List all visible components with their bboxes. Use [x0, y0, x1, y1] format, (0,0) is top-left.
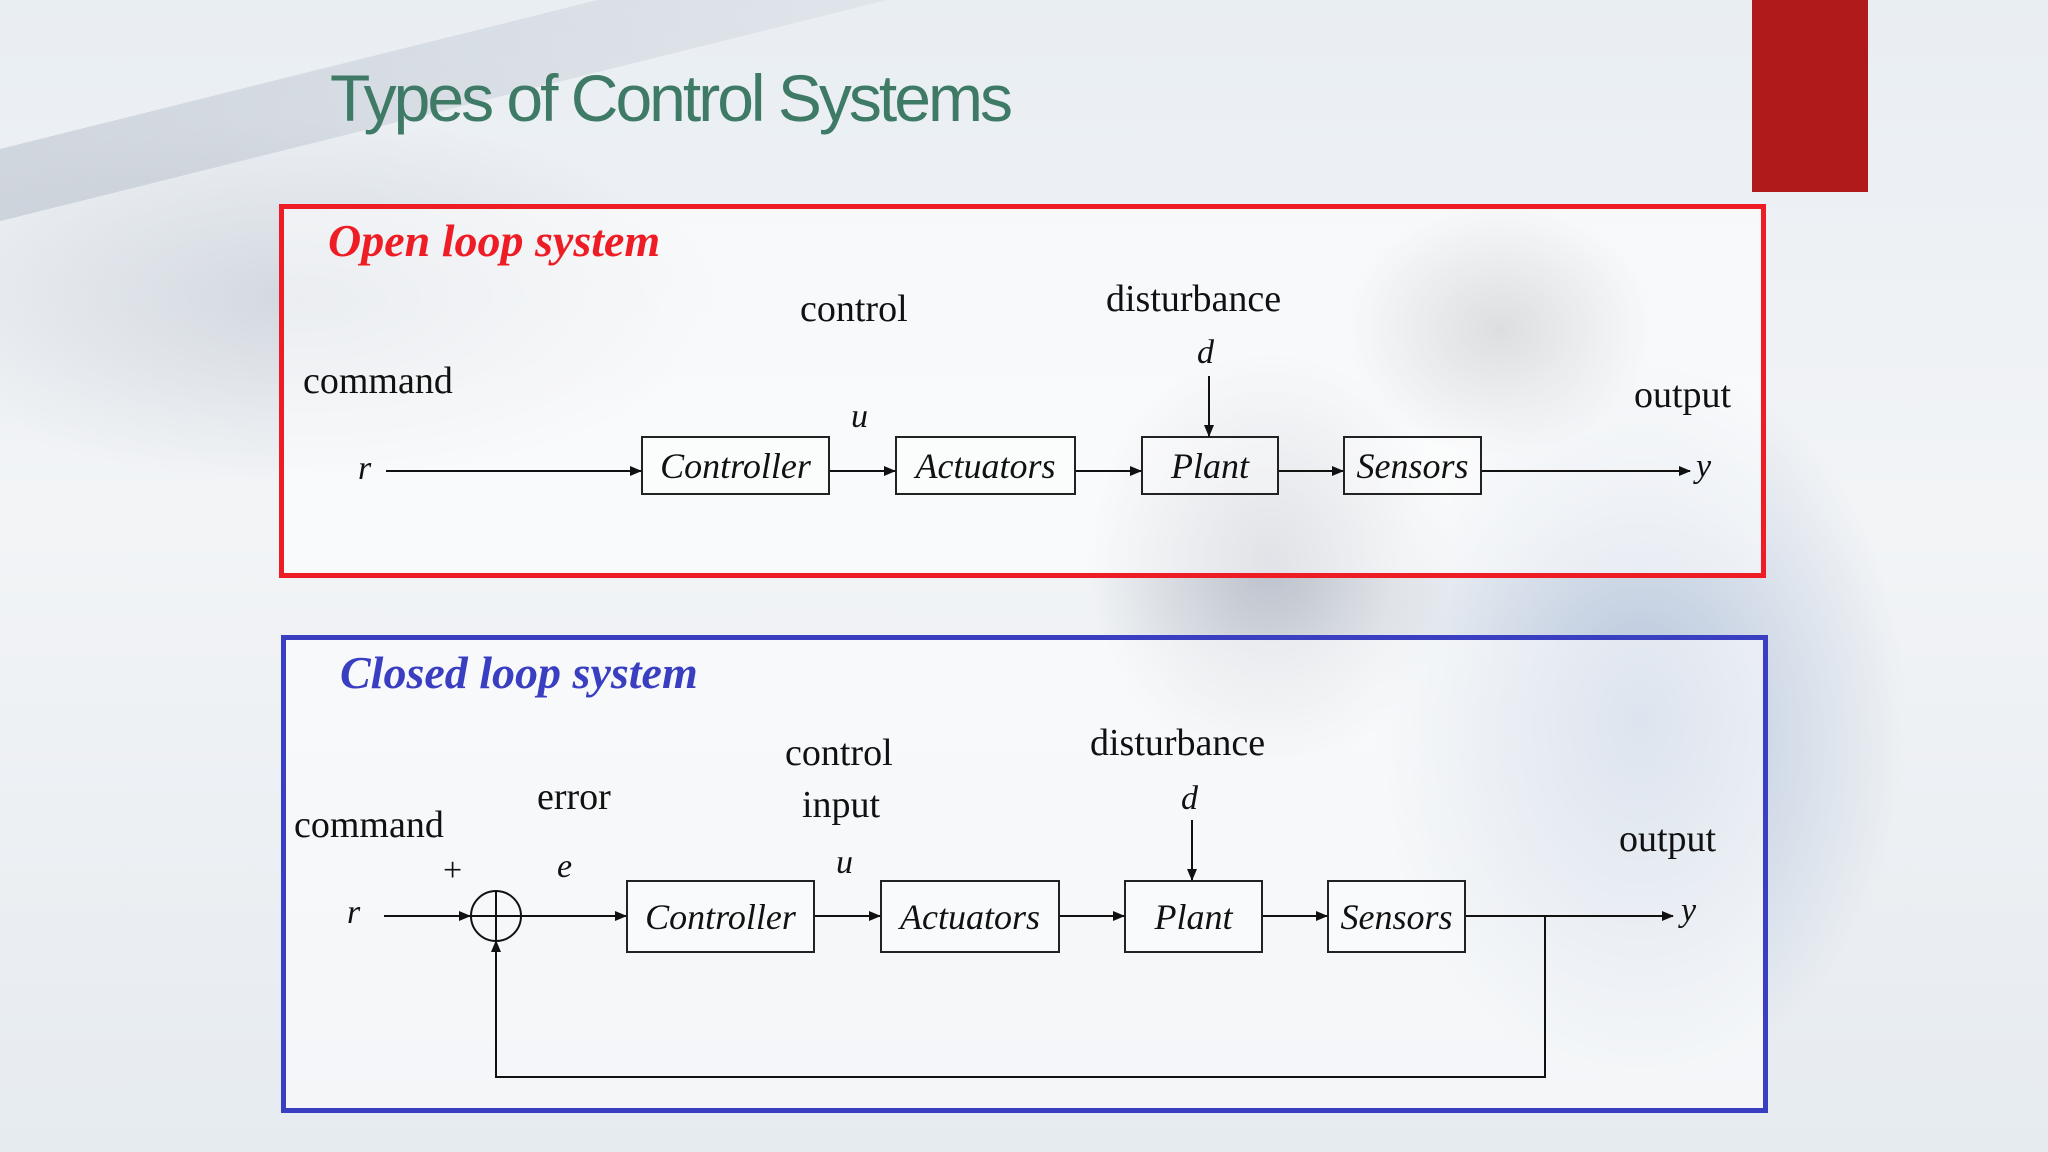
closed-disturbance-label: disturbance — [1090, 722, 1266, 764]
open-control-label: control — [800, 288, 908, 330]
closed-loop-heading: Closed loop system — [340, 647, 698, 698]
open-loop-panel — [279, 204, 1766, 578]
open-output-label: output — [1634, 374, 1732, 416]
closed-actuators-block: Actuators — [880, 880, 1060, 953]
open-sensors-block: Sensors — [1343, 436, 1482, 495]
open-actuators-block: Actuators — [895, 436, 1076, 495]
closed-sensors-block: Sensors — [1327, 880, 1466, 953]
slide-title: Types of Control Systems — [330, 61, 1013, 135]
closed-feedback-path — [491, 916, 1546, 1078]
open-plant-block: Plant — [1141, 436, 1279, 495]
open-controller-block: Controller — [641, 436, 830, 495]
closed-plant-block: Plant — [1124, 880, 1263, 953]
open-d-var: d — [1197, 334, 1214, 371]
closed-control-label: control — [785, 732, 893, 774]
closed-plus-sign: + — [443, 852, 463, 889]
closed-output-label: output — [1619, 818, 1717, 860]
open-loop-heading: Open loop system — [328, 215, 661, 266]
closed-error-label: error — [537, 776, 611, 818]
closed-e-var: e — [557, 848, 573, 885]
closed-d-var: d — [1181, 780, 1198, 817]
closed-y-var: y — [1681, 892, 1697, 929]
closed-r-var: r — [347, 894, 361, 931]
open-y-var: y — [1696, 448, 1712, 485]
open-r-var: r — [358, 450, 372, 487]
closed-u-var: u — [836, 844, 853, 881]
closed-loop-panel — [281, 635, 1768, 1113]
open-u-var: u — [851, 398, 868, 435]
closed-command-label: command — [294, 804, 444, 846]
open-disturbance-label: disturbance — [1106, 278, 1282, 320]
open-command-label: command — [303, 360, 453, 402]
closed-controller-block: Controller — [626, 880, 815, 953]
closed-input-label: input — [802, 784, 881, 826]
accent-bar — [1752, 0, 1868, 192]
